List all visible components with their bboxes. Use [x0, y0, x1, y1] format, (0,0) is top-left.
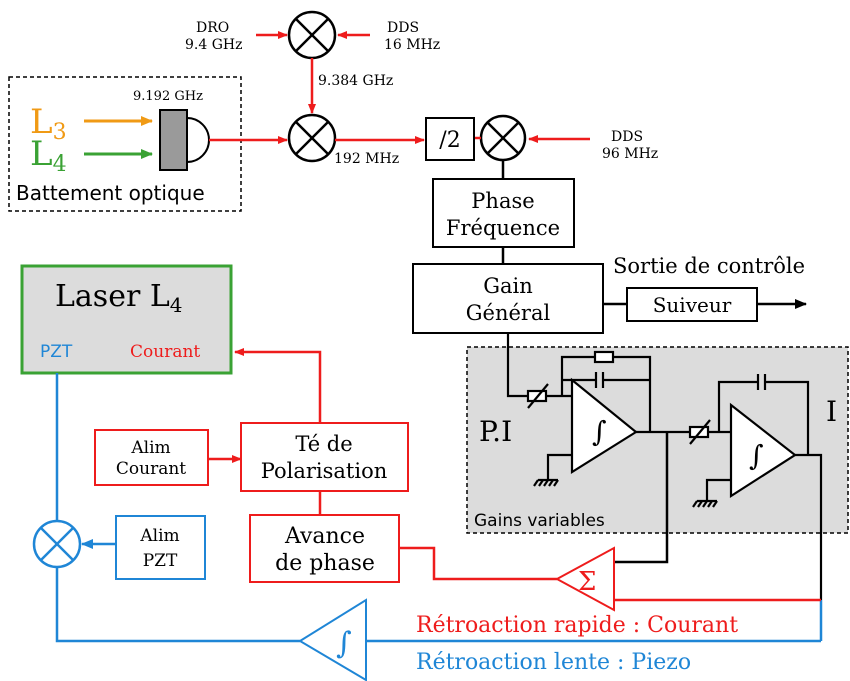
divider-label: /2 [439, 128, 460, 153]
l4-label: L4 [30, 134, 67, 177]
bias-tee-line2: Polarisation [261, 459, 388, 483]
l3-label: L3 [30, 102, 67, 145]
photodiode-body [159, 109, 188, 171]
i-label: I [826, 395, 837, 428]
gain-line1: Gain [483, 274, 533, 298]
alim-current-block [94, 429, 209, 486]
dds2-label-2: 96 MHz [602, 146, 658, 162]
phase-lead-block [249, 514, 400, 583]
variable-gains-label: Gains variables [474, 511, 605, 531]
fast-feedback-label: Rétroaction rapide : Courant [416, 613, 738, 638]
general-gain-block [412, 263, 604, 334]
laser-title: Laser L4 [55, 279, 183, 317]
dds1-label-2: 16 MHz [384, 37, 440, 53]
bias-tee-block [240, 422, 409, 492]
slow-feedback-label: Rétroaction lente : Piezo [416, 650, 691, 675]
sum-amplifier [554, 546, 615, 612]
i-integral: ∫ [749, 439, 764, 472]
phase-lead-line1: Avance [284, 524, 365, 549]
dds1-label-1: DDS [387, 20, 419, 36]
freq-9384: 9.384 GHz [318, 73, 393, 89]
dro-label-1: DRO [196, 20, 229, 36]
mixer-dro-dds [287, 10, 337, 60]
laser-l4-block [20, 264, 233, 375]
integrator-to-mixer-wire [55, 567, 300, 643]
dds2-label-1: DDS [611, 129, 643, 145]
alim-current-line1: Alim [130, 438, 170, 458]
sum-symbol: Σ [578, 567, 596, 597]
follower-block [626, 287, 758, 322]
pi-to-sum-wire [614, 432, 669, 564]
pzt-mixer [32, 519, 82, 569]
mixer-optical-rf [287, 113, 337, 163]
control-output-label: Sortie de contrôle [613, 254, 805, 278]
laser-current-label: Courant [130, 342, 200, 362]
phase-freq-line2: Fréquence [446, 216, 560, 240]
phase-freq-line1: Phase [471, 189, 534, 213]
alim-current-line2: Courant [116, 459, 186, 479]
slow-integrator-symbol: ∫ [336, 626, 352, 661]
freq-9192: 9.192 GHz [133, 89, 203, 104]
phase-lead-line2: de phase [275, 551, 375, 576]
optical-beat-box [8, 76, 242, 212]
pi-integral: ∫ [592, 415, 607, 448]
freq-192: 192 MHz [334, 151, 399, 167]
gain-line2: Général [466, 301, 551, 325]
dro-label-2: 9.4 GHz [185, 37, 242, 53]
pi-stage [506, 333, 690, 487]
i-stage [688, 374, 823, 600]
bias-tee-line1: Té de [295, 432, 352, 456]
mixer-phase-detector [479, 114, 527, 162]
variable-gains-region [466, 346, 849, 534]
optical-beat-title: Battement optique [16, 181, 205, 205]
biastee-to-laser-wire [234, 348, 322, 423]
follower-label: Suiveur [653, 293, 732, 317]
alim-pzt-line1: Alim [139, 526, 179, 546]
laser-pzt-label: PZT [40, 342, 73, 362]
alim-pzt-block [115, 515, 206, 580]
sum-to-phase-lead-wire [399, 546, 557, 581]
divider-block [425, 117, 475, 161]
pi-label: P.I [479, 415, 512, 448]
alim-pzt-line2: PZT [143, 551, 178, 571]
slow-integrator [298, 598, 367, 681]
photodiode-dome [186, 116, 210, 164]
